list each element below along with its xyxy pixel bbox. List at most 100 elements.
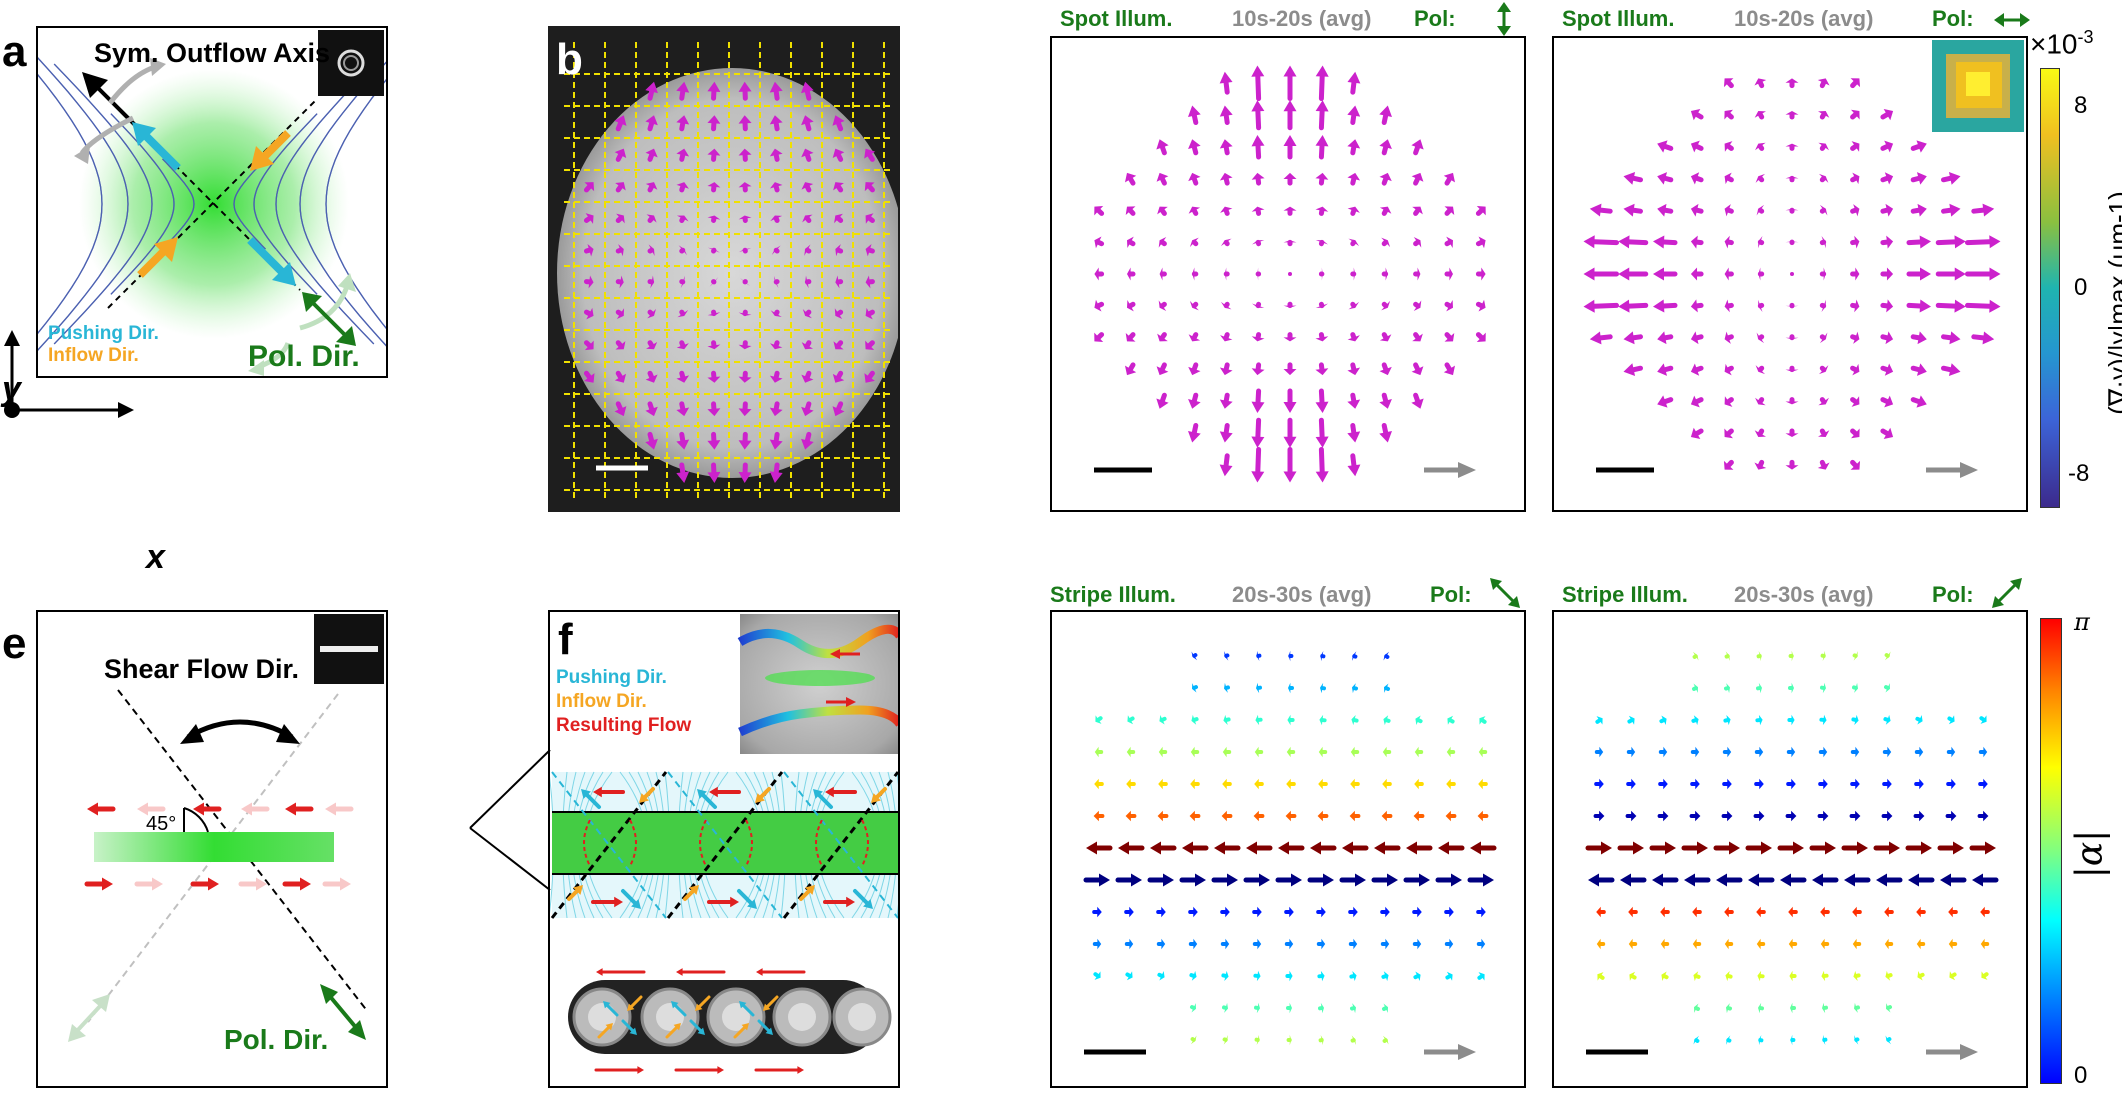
f-flow-curve	[861, 819, 869, 867]
vector-arrow-shaft	[773, 401, 780, 412]
pushing-dir-label: Pushing Dir.	[48, 323, 159, 344]
vector-arrow-head	[1597, 972, 1604, 981]
vector-arrow-head	[1347, 206, 1360, 213]
vector-arrow-shaft	[647, 215, 655, 223]
vector-arrow-shaft	[1850, 459, 1858, 468]
vector-arrow-head	[1916, 363, 1927, 376]
vector-arrow-head	[1188, 139, 1201, 150]
vector-arrow-shaft	[1413, 332, 1421, 340]
vector-arrow-shaft	[1096, 208, 1105, 216]
vector-arrow-shaft	[1726, 175, 1734, 183]
vector-arrow-shaft	[867, 340, 875, 348]
vector-arrow-head	[1470, 841, 1481, 855]
vector-arrow-head	[1724, 906, 1729, 918]
vector-arrow-shaft	[1880, 428, 1890, 436]
vector-arrow-shaft	[836, 309, 844, 317]
vector-arrow-shaft	[1757, 397, 1765, 405]
vector-arrow-shaft	[1159, 332, 1167, 340]
vector-arrow-shaft	[1886, 1005, 1892, 1010]
vector-arrow-head	[738, 440, 752, 450]
vector-arrow-shaft	[1598, 207, 1613, 214]
vector-arrow-shaft	[1159, 239, 1167, 247]
vector-arrow-shaft	[1350, 332, 1357, 340]
vector-arrow-head	[1094, 971, 1101, 980]
panel-letter-a: a	[2, 27, 27, 76]
vector-arrow-shaft	[1694, 175, 1704, 183]
vector-arrow-shaft	[1190, 1037, 1196, 1042]
vector-arrow-head	[1599, 746, 1604, 758]
vector-arrow-shaft	[1128, 176, 1136, 186]
vector-arrow-shaft	[647, 340, 655, 348]
vector-arrow-head	[707, 471, 721, 484]
vector-arrow-head	[1785, 78, 1799, 83]
vector-arrow-head	[1449, 938, 1454, 950]
vector-arrow-head	[1126, 778, 1131, 790]
vector-arrow-head	[769, 407, 783, 417]
vector-arrow-shaft	[679, 431, 686, 443]
vector-arrow-head	[1754, 430, 1766, 437]
vector-arrow-head	[152, 877, 163, 891]
vector-arrow-shaft	[1128, 301, 1136, 309]
vector-arrow-head	[1853, 651, 1858, 661]
vector-arrow-shaft	[1886, 973, 1893, 978]
vector-arrow-head	[1759, 810, 1765, 822]
vector-arrow-head	[1379, 366, 1392, 376]
gear-hub	[722, 1003, 750, 1031]
vector-arrow-head	[835, 244, 841, 257]
vector-arrow-head	[1219, 464, 1233, 477]
vector-arrow-head	[1981, 971, 1988, 980]
gear-hub	[788, 1003, 816, 1031]
vector-arrow-shaft	[1694, 1038, 1700, 1043]
vector-arrow-shaft	[1413, 176, 1421, 186]
f-axis-line	[666, 771, 784, 919]
vector-arrow-shaft	[1191, 392, 1199, 404]
f-flow-curve	[629, 819, 637, 867]
vector-arrow-head	[1618, 235, 1630, 249]
vector-arrow-head	[1623, 172, 1636, 185]
vector-arrow-head	[832, 115, 845, 126]
vector-arrow-head	[1727, 810, 1733, 822]
vector-arrow-shaft	[647, 120, 655, 132]
vector-arrow-head	[1321, 906, 1326, 918]
vector-arrow-head	[1315, 436, 1329, 448]
vector-arrow-head	[1785, 305, 1799, 307]
vector-arrow-head	[1759, 746, 1764, 758]
vector-arrow-shaft	[836, 401, 844, 412]
vector-arrow-head	[680, 275, 685, 289]
vector-arrow-shaft	[1125, 972, 1132, 978]
vector-arrow-head	[1919, 810, 1925, 822]
vector-arrow-shaft	[1662, 143, 1674, 151]
vector-arrow-shaft	[1880, 365, 1890, 373]
vector-arrow-shaft	[1223, 301, 1230, 309]
vector-arrow-head	[1126, 746, 1131, 758]
vector-arrow-shaft	[737, 889, 753, 905]
vector-arrow-head	[603, 1001, 611, 1009]
vector-arrow-head	[1726, 715, 1731, 726]
vector-arrow-head	[1756, 906, 1761, 918]
vector-arrow-head	[1157, 206, 1168, 215]
panel-c-illum: Spot Illum.	[1060, 6, 1173, 31]
vector-arrow-head	[707, 376, 721, 383]
vector-arrow-head	[1791, 746, 1796, 758]
vector-arrow-head	[1583, 299, 1595, 313]
vector-arrow-head	[1321, 267, 1323, 281]
vector-arrow	[1790, 272, 1794, 276]
vector-arrow-head	[717, 1066, 724, 1074]
vector-arrow-head	[1156, 398, 1169, 409]
vector-arrow-shaft	[773, 215, 780, 223]
vector-arrow-head	[1156, 366, 1169, 376]
vector-arrow-shaft	[1661, 302, 1678, 309]
vector-arrow-head	[747, 899, 757, 909]
vector-arrow-shaft	[773, 340, 780, 348]
vector-arrow-head	[707, 182, 721, 188]
vector-arrow-head	[1127, 236, 1134, 248]
colorbar-div-tick-8: 8	[2074, 92, 2088, 119]
vector-arrow-head	[1724, 172, 1732, 185]
vector-arrow-shaft	[1694, 143, 1704, 151]
vector-arrow-shaft	[867, 215, 875, 223]
vector-arrow-head	[1288, 650, 1291, 662]
vector-arrow-shaft	[1192, 653, 1198, 658]
vector-arrow-head	[1716, 873, 1727, 887]
vector-arrow-shaft	[1128, 208, 1136, 216]
zoom-lines	[469, 749, 551, 891]
